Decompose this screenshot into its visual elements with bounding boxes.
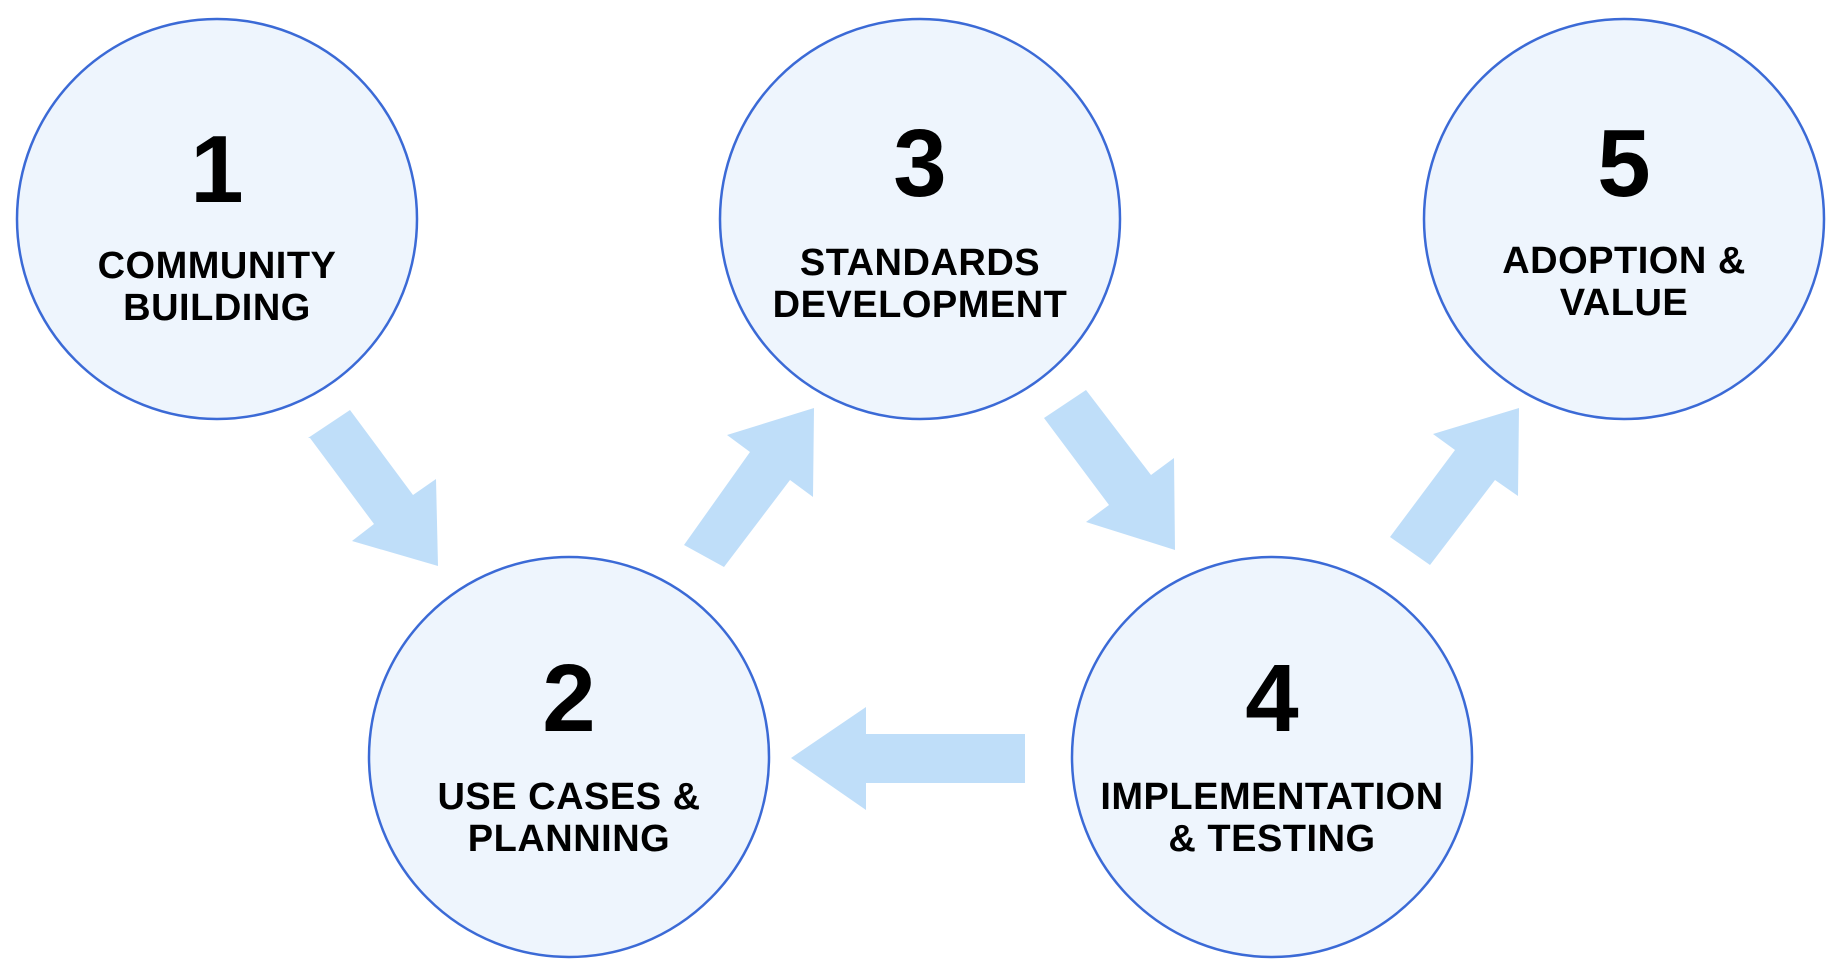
step-1-label-line1: COMMUNITY <box>98 245 337 287</box>
step-1-number: 1 <box>190 116 243 223</box>
arrow-4-to-2 <box>791 707 1025 810</box>
step-2: 2 USE CASES & PLANNING <box>367 555 771 959</box>
arrows-layer <box>308 390 1519 810</box>
step-5-label-line2: VALUE <box>1560 282 1688 324</box>
step-1: 1 COMMUNITY BUILDING <box>15 17 419 421</box>
arrow-1-to-2 <box>308 410 438 566</box>
step-3-number: 3 <box>893 110 946 217</box>
step-4: 4 IMPLEMENTATION & TESTING <box>1070 555 1474 959</box>
step-5-circle <box>1422 17 1826 421</box>
step-4-number: 4 <box>1245 645 1298 752</box>
step-2-label-line1: USE CASES & <box>437 776 700 818</box>
step-5-label-line1: ADOPTION & <box>1502 240 1746 282</box>
step-3: 3 STANDARDS DEVELOPMENT <box>718 17 1122 421</box>
step-4-label-line1: IMPLEMENTATION <box>1100 776 1443 818</box>
step-3-label-line2: DEVELOPMENT <box>773 284 1068 326</box>
arrow-2-to-3 <box>684 408 814 567</box>
step-4-circle <box>1070 555 1474 959</box>
step-3-circle <box>718 17 1122 421</box>
step-2-number: 2 <box>542 645 595 752</box>
step-3-label-line1: STANDARDS <box>800 242 1040 284</box>
step-2-circle <box>367 555 771 959</box>
step-2-label-line2: PLANNING <box>468 818 670 860</box>
step-4-label-line2: & TESTING <box>1168 818 1375 860</box>
step-1-circle <box>15 17 419 421</box>
arrow-3-to-4 <box>1044 390 1175 550</box>
step-5-number: 5 <box>1597 110 1650 217</box>
step-5: 5 ADOPTION & VALUE <box>1422 17 1826 421</box>
step-1-label-line2: BUILDING <box>123 287 311 329</box>
arrow-4-to-5 <box>1390 408 1519 565</box>
